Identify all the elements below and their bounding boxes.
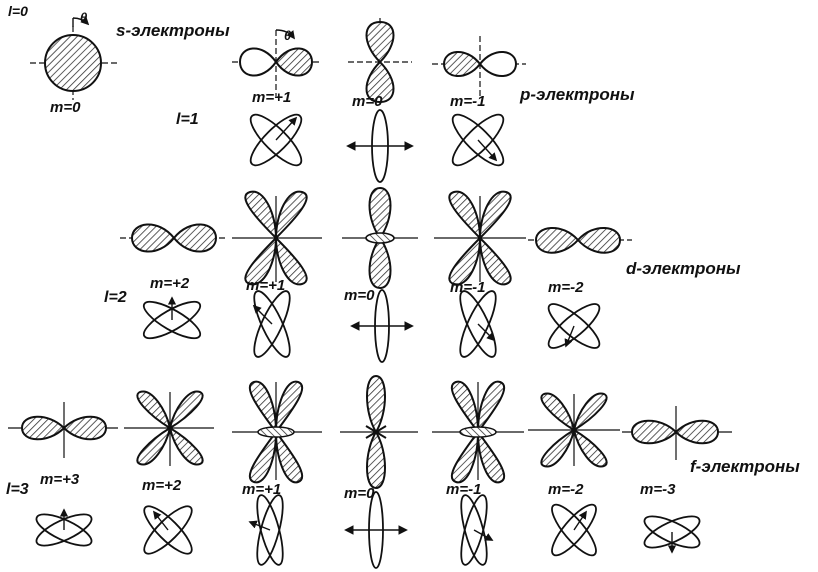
- section-label-s: s-электроны: [116, 21, 230, 40]
- d-orbital-minus2: [528, 228, 632, 253]
- f-precession-0: [346, 492, 406, 568]
- f-orbital-minus1: [432, 382, 524, 483]
- l-label-0: l=0: [8, 3, 28, 19]
- f-orbital-plus3: [8, 402, 118, 458]
- m-label-p-minus1: m=-1: [450, 93, 485, 110]
- m-label-p-plus1: m=+1: [252, 89, 291, 106]
- section-label-d: d-электроны: [626, 259, 741, 278]
- m-label-f-0: m=0: [344, 485, 375, 502]
- f-orbital-minus3: [622, 406, 732, 460]
- f-precession-plus2: [138, 500, 197, 559]
- f-precession-plus1: [250, 493, 288, 567]
- p-precession-plus1: [244, 108, 308, 172]
- m-label-f-minus3: m=-3: [640, 481, 676, 498]
- m-label-f-minus2: m=-2: [548, 481, 584, 498]
- m-label-f-plus3: m=+3: [40, 471, 80, 488]
- theta-symbol-s: θ: [80, 10, 87, 25]
- d-orbital-plus2: [120, 224, 228, 251]
- p-orbital-plus1: [232, 30, 322, 96]
- f-precession-minus3: [641, 510, 704, 553]
- m-label-s-0: m=0: [50, 99, 81, 116]
- l-label-2: l=2: [104, 289, 127, 306]
- f-orbital-0: [340, 376, 418, 488]
- d-orbital-minus1: [434, 192, 526, 285]
- m-label-d-minus1: m=-1: [450, 279, 485, 296]
- d-precession-plus1: [248, 287, 297, 361]
- f-precession-plus3: [33, 508, 96, 551]
- l-label-3: l=3: [6, 481, 29, 498]
- f-precession-minus2: [546, 499, 602, 561]
- section-label-p: p-электроны: [519, 85, 635, 104]
- f-orbital-minus2: [528, 394, 620, 467]
- m-label-d-plus2: m=+2: [150, 275, 190, 292]
- s-orbital: [30, 18, 118, 100]
- f-orbital-plus2: [124, 392, 214, 466]
- p-precession-minus1: [446, 108, 510, 172]
- d-orbital-0: [342, 188, 418, 288]
- m-label-d-0: m=0: [344, 287, 375, 304]
- m-label-d-plus1: m=+1: [246, 277, 285, 294]
- m-label-p-0: m=0: [352, 93, 383, 110]
- f-orbital-plus1: [232, 382, 322, 483]
- l-label-1: l=1: [176, 111, 199, 128]
- d-precession-plus2: [139, 295, 204, 344]
- m-label-f-plus2: m=+2: [142, 477, 182, 494]
- d-orbital-plus1: [232, 192, 322, 285]
- m-label-d-minus2: m=-2: [548, 279, 584, 296]
- p-orbital-minus1: [432, 36, 526, 96]
- d-precession-minus2: [543, 298, 605, 354]
- d-precession-minus1: [454, 287, 503, 361]
- p-precession-0: [348, 110, 412, 182]
- f-precession-minus1: [456, 493, 492, 567]
- section-label-f: f-электроны: [690, 457, 800, 476]
- theta-symbol-p: θ: [284, 28, 291, 43]
